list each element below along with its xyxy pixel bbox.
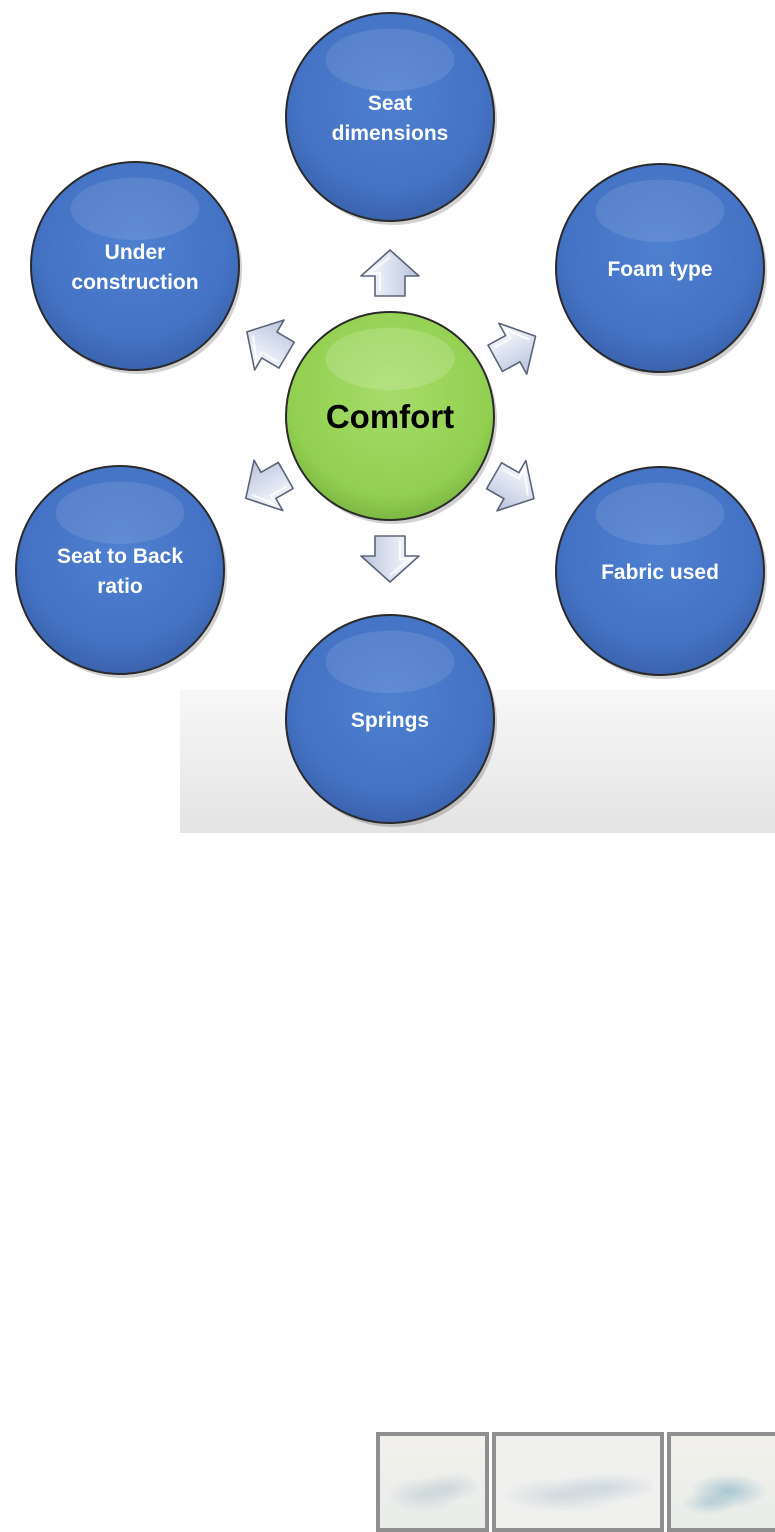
- direction-arrow: [487, 322, 537, 375]
- node-springs: Springs: [285, 614, 497, 827]
- wall-art-frame: [667, 1432, 775, 1532]
- direction-arrow: [245, 459, 294, 512]
- direction-arrow: [246, 319, 295, 371]
- direction-arrow: [485, 459, 535, 512]
- center-label: Comfort: [326, 398, 454, 435]
- node-label: Fabric used: [601, 561, 719, 584]
- node-foam-type: Foam type: [555, 163, 767, 376]
- wall-art-frame: [376, 1432, 489, 1532]
- direction-arrow: [360, 249, 420, 297]
- node-fabric-used: Fabric used: [555, 466, 767, 679]
- node-label: Springs: [351, 709, 429, 732]
- wall-art-frame: [492, 1432, 664, 1532]
- direction-arrow: [360, 535, 420, 583]
- center-node-comfort: Comfort: [285, 311, 497, 524]
- node-label: Foam type: [607, 258, 712, 281]
